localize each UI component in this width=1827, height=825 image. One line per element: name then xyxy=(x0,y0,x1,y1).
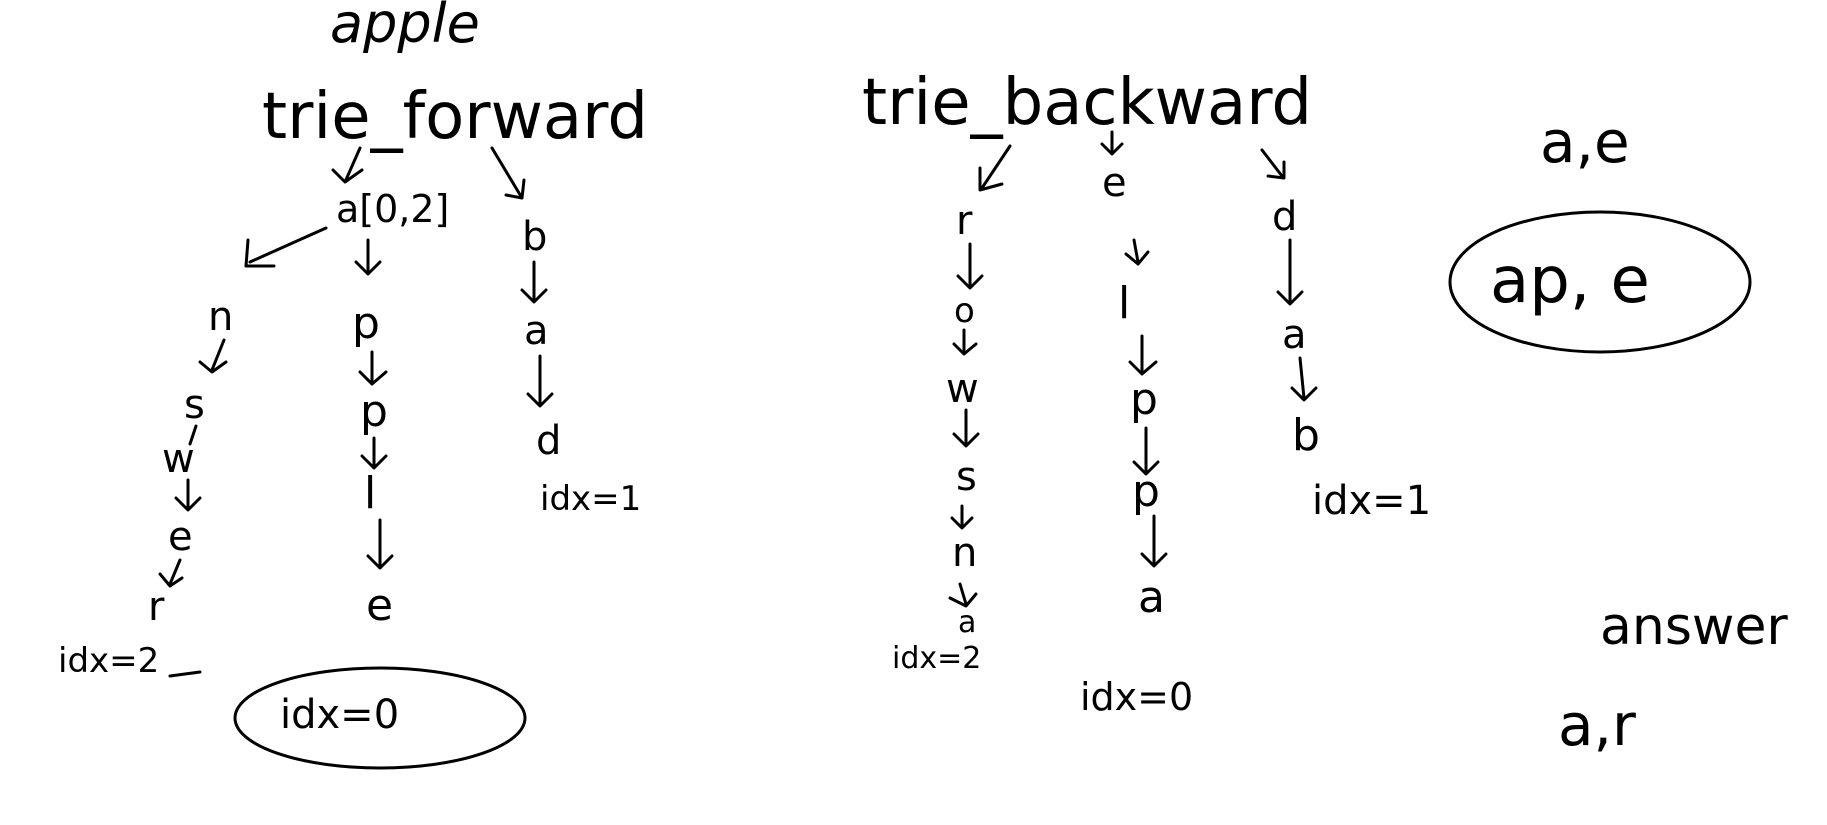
backward-left-node-2: o xyxy=(954,291,975,331)
backward-left-node-6: a xyxy=(958,605,976,640)
backward-right-idx: idx=1 xyxy=(1312,478,1431,524)
backward-left-node-5: n xyxy=(952,530,977,576)
arrow-w-e xyxy=(174,478,202,512)
arrow-a-d xyxy=(526,354,554,408)
arrow-l-e xyxy=(366,518,394,570)
arrow-p-l xyxy=(360,436,388,470)
arrow-l-p xyxy=(1128,334,1158,376)
forward-right-node-1: b xyxy=(522,214,547,260)
arrow-n-a xyxy=(948,582,978,608)
backward-mid-node-4: p xyxy=(1132,466,1160,517)
forward-mid-node-2: p xyxy=(360,386,388,437)
backward-left-node-4: s xyxy=(956,454,977,500)
match-circle xyxy=(1448,210,1752,354)
forward-right-node-3: d xyxy=(536,418,561,464)
arrow-b-a xyxy=(520,260,548,304)
trie-backward-title: trie_backward xyxy=(862,66,1312,140)
word-title: apple xyxy=(330,0,480,55)
arrow-w-s xyxy=(952,408,980,448)
forward-mid-idx-circle xyxy=(233,666,527,770)
arrow-forward-root-b xyxy=(490,146,526,200)
forward-mid-node-4: e xyxy=(366,580,393,631)
backward-mid-idx: idx=0 xyxy=(1080,675,1193,719)
forward-mid-idx: idx=0 xyxy=(280,692,399,738)
forward-left-node-4: e xyxy=(168,514,193,560)
backward-left-idx: idx=2 xyxy=(892,641,981,676)
forward-left-idx: idx=2 xyxy=(58,641,159,681)
arrow-backward-root-d xyxy=(1260,148,1286,180)
answer-label: answer xyxy=(1600,597,1788,657)
answer-value: a,r xyxy=(1558,691,1636,759)
forward-right-idx: idx=1 xyxy=(540,479,641,519)
arrow-p-p-back xyxy=(1132,426,1160,476)
forward-node-a: a[0,2] xyxy=(336,187,449,231)
arrow-e-r xyxy=(158,558,184,588)
arrow-backward-root-e xyxy=(1100,130,1124,156)
arrow-forward-root-a xyxy=(331,146,364,184)
forward-left-node-1: n xyxy=(208,294,233,340)
backward-right-node-3: b xyxy=(1292,410,1320,461)
backward-left-node-3: w xyxy=(946,366,979,412)
arrow-s-n xyxy=(950,504,974,530)
backward-mid-node-3: p xyxy=(1130,374,1158,425)
forward-left-idx-underline xyxy=(168,670,202,678)
arrow-n-s xyxy=(198,338,228,374)
arrow-d-a xyxy=(1276,238,1304,306)
arrow-a-b xyxy=(1290,356,1318,402)
forward-right-node-2: a xyxy=(524,308,549,354)
arrow-o-w xyxy=(952,328,978,356)
backward-mid-node-1: e xyxy=(1102,160,1127,206)
arrow-p-a xyxy=(1140,514,1168,568)
arrow-a-to-p xyxy=(354,238,382,276)
backward-mid-node-2: l xyxy=(1118,278,1130,329)
arrow-p-p xyxy=(358,350,388,386)
forward-left-node-2: s xyxy=(184,382,205,428)
backward-mid-node-5: a xyxy=(1138,572,1165,623)
arrow-e-l xyxy=(1124,238,1150,266)
query-label: a,e xyxy=(1540,108,1630,176)
arrow-s-w xyxy=(188,424,198,446)
backward-right-node-1: d xyxy=(1272,194,1297,240)
backward-left-node-1: r xyxy=(956,198,973,244)
forward-mid-node-3: l xyxy=(364,468,376,519)
backward-right-node-2: a xyxy=(1282,312,1307,358)
forward-left-node-3: w xyxy=(162,436,195,482)
arrow-a-to-n xyxy=(244,226,328,268)
arrow-backward-root-r xyxy=(978,144,1012,192)
forward-left-node-5: r xyxy=(148,584,165,630)
forward-mid-node-1: p xyxy=(352,298,380,349)
arrow-r-o xyxy=(956,242,984,290)
match-label: ap, e xyxy=(1490,244,1650,318)
trie-forward-title: trie_forward xyxy=(262,80,648,154)
